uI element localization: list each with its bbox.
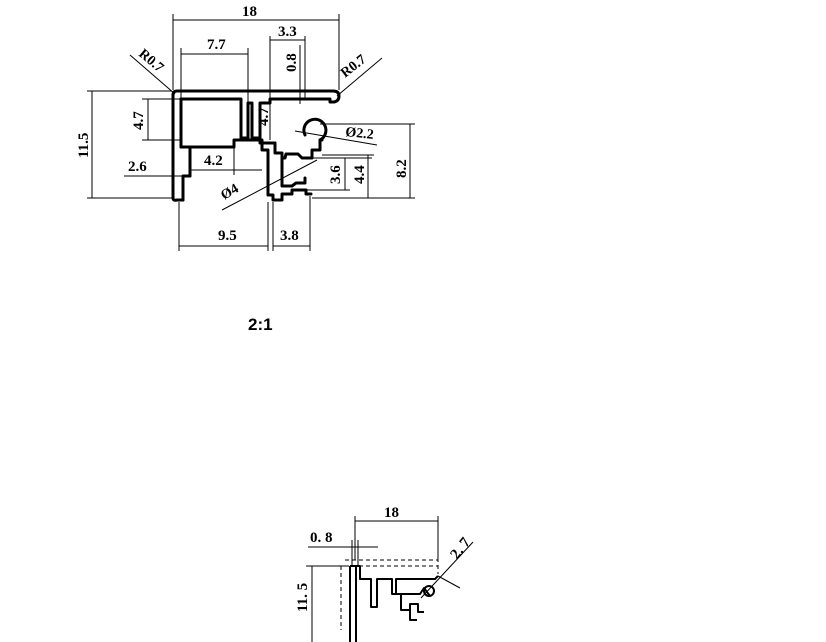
dim-r07-left-label: R0.7: [135, 47, 166, 76]
dim-4-2-label: 4.2: [204, 153, 223, 169]
dim-3-8-label: 3.8: [280, 228, 299, 244]
scale-label: 2:1: [248, 315, 273, 334]
small-dim-0-8: 0. 8: [308, 530, 378, 566]
small-dim-11-5: 11. 5: [295, 565, 345, 642]
dim-2-6: 2.6: [124, 159, 190, 177]
small-dim-2-7: 2. 7: [420, 534, 475, 599]
left-inner-leg: [179, 97, 192, 178]
dim-4-4-label: 4.4: [352, 165, 368, 184]
dim-4-2: 4.2: [190, 148, 262, 175]
dim-18: 18: [172, 4, 340, 90]
central-web: [179, 97, 262, 140]
dim-4-4: 4.4: [322, 154, 374, 198]
dim-2-6-label: 2.6: [128, 159, 147, 175]
dim-3-8: 3.8: [272, 196, 311, 251]
dim-7-7-label: 7.7: [207, 37, 226, 53]
dim-11-5-label: 11.5: [76, 133, 92, 158]
small-dim-18: 18: [354, 505, 439, 560]
dim-r07-left: R0.7: [129, 47, 176, 95]
dim-9-5: 9.5: [178, 202, 269, 251]
dim-3-3: 3.3: [269, 24, 306, 98]
right-slot: [273, 138, 324, 160]
dim-9-5-label: 9.5: [218, 228, 237, 244]
dim-dia-2-2-label: Ø2.2: [345, 125, 375, 143]
main-view: 18 7.7 3.3 0.8 R0.7 R0.7: [76, 4, 415, 251]
dim-r07-right-label: R0.7: [338, 52, 369, 81]
dim-8-2: 8.2: [312, 123, 415, 199]
left-leg: [171, 93, 185, 202]
dim-7-7: 7.7: [180, 37, 249, 102]
dim-8-2-label: 8.2: [394, 159, 410, 178]
dim-4-7-mid: 4.7: [256, 99, 272, 140]
small-view: 18 0. 8 2. 7 11. 5: [295, 505, 474, 642]
small-dim-11-5-label: 11. 5: [295, 583, 311, 612]
dim-3-6-label: 3.6: [328, 165, 344, 184]
small-hole: [302, 117, 328, 142]
dim-0-8: 0.8: [284, 45, 301, 104]
dim-11-5: 11.5: [76, 90, 172, 199]
slot-inner: [280, 156, 307, 188]
dim-3-3-label: 3.3: [278, 24, 297, 40]
small-profile: [349, 565, 439, 642]
dim-0-8-label: 0.8: [284, 53, 300, 72]
small-hole: [423, 585, 435, 597]
small-dim-18-label: 18: [384, 505, 399, 521]
small-dim-2-7-label: 2. 7: [448, 534, 475, 562]
dim-3-6: 3.6: [306, 157, 372, 191]
dim-dia-4-label: Ø4: [219, 182, 242, 204]
dim-4-7-left-label: 4.7: [131, 111, 147, 130]
small-profile-outline: [349, 565, 439, 642]
small-dim-0-8-label: 0. 8: [310, 530, 333, 546]
dim-18-label: 18: [242, 4, 257, 20]
dim-4-7-mid-label: 4.7: [256, 107, 272, 126]
dim-dia-2-2: Ø2.2: [294, 125, 378, 146]
dim-r07-right: R0.7: [336, 52, 383, 97]
dim-4-7-left: 4.7: [131, 98, 180, 141]
